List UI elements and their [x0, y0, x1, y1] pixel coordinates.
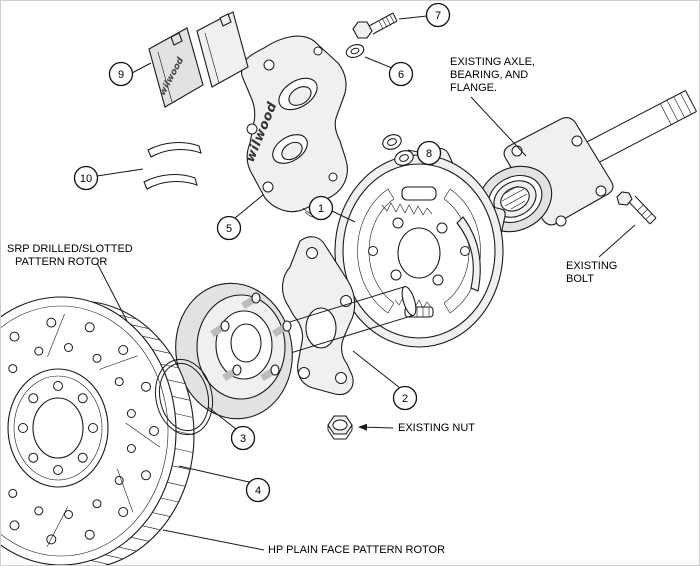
- svg-text:4: 4: [255, 485, 261, 497]
- rotor-drill-holes-inner: [8, 343, 136, 519]
- callout-2: 2: [392, 385, 418, 411]
- callout-6: 6: [388, 61, 414, 87]
- oring-drawing: [154, 358, 214, 436]
- svg-text:EXISTING: EXISTING: [566, 260, 617, 272]
- svg-text:EXISTING AXLE,: EXISTING AXLE,: [450, 56, 535, 68]
- callout-9: 9: [108, 61, 134, 87]
- existing-nut-drawing: [327, 415, 353, 440]
- label-existing-nut: EXISTING NUT: [398, 422, 475, 434]
- svg-text:9: 9: [118, 69, 124, 81]
- existing-bolt-drawing: [616, 191, 657, 225]
- washers-pair-drawing: [382, 134, 414, 166]
- svg-text:3: 3: [240, 433, 246, 445]
- callout-1: 1: [308, 195, 334, 221]
- label-existing-axle: EXISTING AXLE, BEARING, AND FLANGE.: [450, 56, 535, 94]
- label-srp-rotor: SRP DRILLED/SLOTTED PATTERN ROTOR: [7, 243, 133, 268]
- caliper-drawing: wilwood: [240, 35, 348, 218]
- label-hp-rotor: HP PLAIN FACE PATTERN ROTOR: [268, 544, 445, 556]
- callout-5: 5: [216, 215, 242, 241]
- brake-pads-drawing: wilwood: [148, 11, 249, 108]
- bracket-drawing: [281, 236, 356, 396]
- label-existing-bolt: EXISTING BOLT: [566, 260, 617, 285]
- svg-text:EXISTING NUT: EXISTING NUT: [398, 422, 475, 434]
- svg-text:BOLT: BOLT: [566, 273, 594, 285]
- svg-text:6: 6: [398, 69, 404, 81]
- backing-plate-drawing: [334, 147, 506, 348]
- rotor-drill-holes-outer: [9, 317, 159, 545]
- svg-text:5: 5: [226, 223, 232, 235]
- svg-text:2: 2: [402, 393, 408, 405]
- wheel-studs: [210, 292, 292, 381]
- washer-drawing: [345, 44, 365, 58]
- callout-4: 4: [245, 477, 271, 503]
- rotor-stud-holes: [18, 381, 98, 475]
- callout-10: 10: [73, 165, 99, 191]
- bolt-drawing: [352, 12, 398, 39]
- callout-3: 3: [230, 425, 256, 451]
- svg-text:PATTERN ROTOR: PATTERN ROTOR: [15, 256, 107, 268]
- svg-text:10: 10: [80, 173, 92, 185]
- rotor-drawing: [1, 296, 195, 565]
- svg-text:1: 1: [318, 203, 324, 215]
- pad-clips-drawing: [143, 141, 202, 190]
- svg-text:SRP DRILLED/SLOTTED: SRP DRILLED/SLOTTED: [7, 243, 133, 255]
- hub-drawing: [175, 282, 293, 420]
- svg-text:HP PLAIN FACE PATTERN ROTOR: HP PLAIN FACE PATTERN ROTOR: [268, 544, 445, 556]
- svg-text:BEARING, AND: BEARING, AND: [450, 69, 528, 81]
- callout-8: 8: [416, 140, 442, 166]
- svg-text:8: 8: [426, 148, 432, 160]
- leader-lines: [96, 15, 636, 551]
- svg-text:FLANGE.: FLANGE.: [450, 82, 497, 94]
- svg-text:7: 7: [435, 10, 441, 22]
- callout-7: 7: [425, 2, 451, 28]
